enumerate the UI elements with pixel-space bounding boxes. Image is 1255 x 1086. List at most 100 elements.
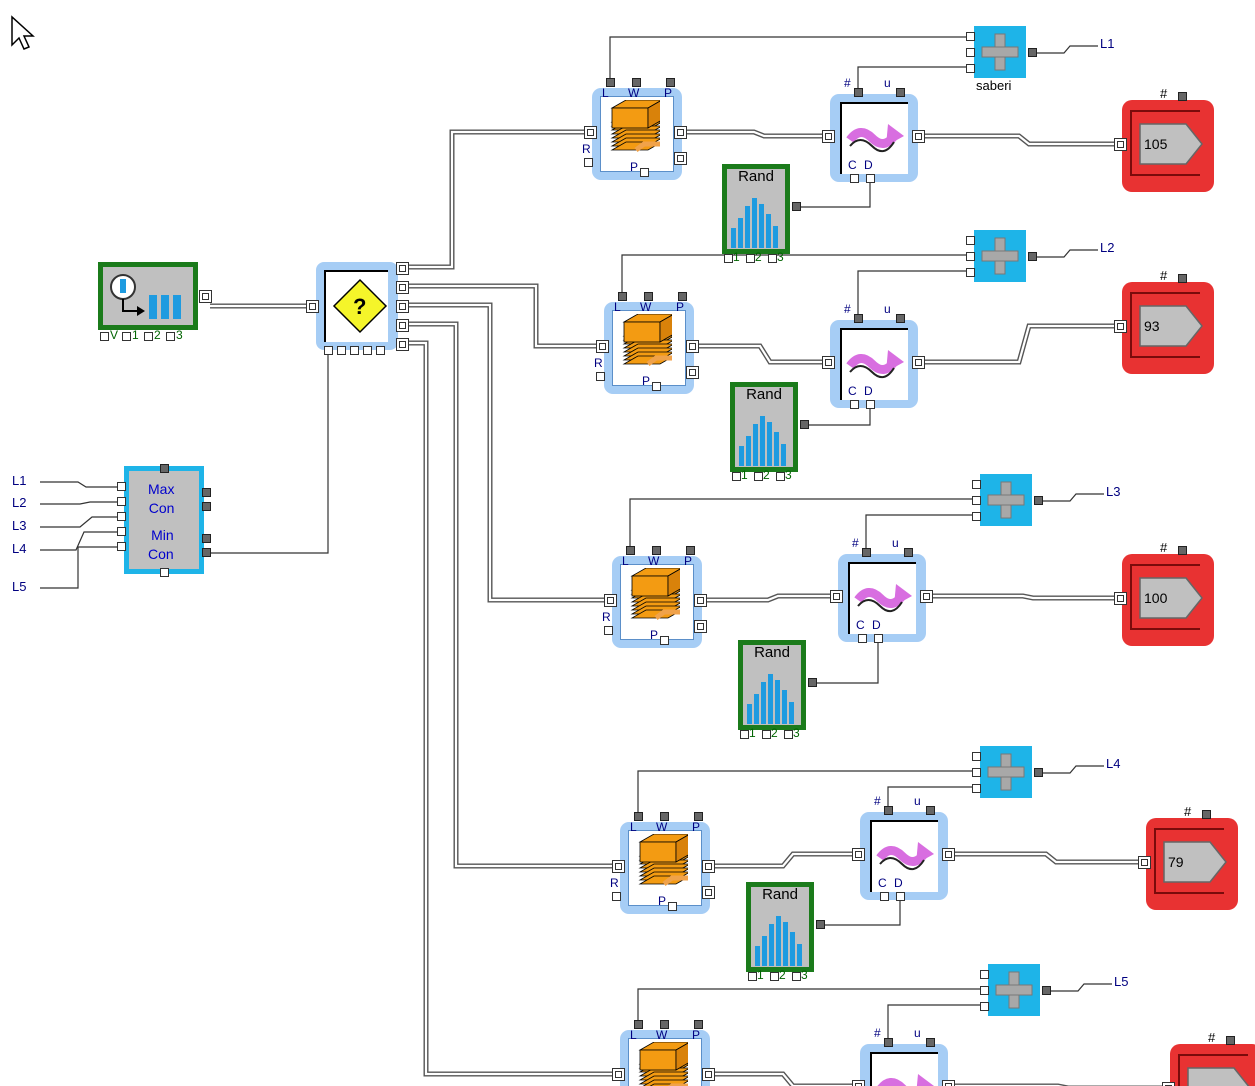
queue-wait-port[interactable] — [644, 292, 653, 301]
activity-util-port[interactable] — [926, 806, 935, 815]
generator-block[interactable] — [98, 262, 198, 330]
select-to-queue-wire[interactable] — [405, 302, 610, 603]
set-output-port[interactable] — [1028, 252, 1037, 261]
random-number-block[interactable]: Rand — [746, 882, 814, 972]
queue-preempt-port[interactable] — [702, 886, 715, 899]
activity-count-port[interactable] — [862, 548, 871, 557]
random-param-port[interactable] — [746, 254, 755, 263]
select-item-out-port[interactable] — [396, 338, 409, 351]
set-output-port[interactable] — [1034, 768, 1043, 777]
queue-pass-port[interactable] — [694, 812, 703, 821]
set-input-port[interactable] — [966, 32, 975, 41]
queue-wait-port[interactable] — [660, 1020, 669, 1029]
set-input-port[interactable] — [972, 496, 981, 505]
random-output-port[interactable] — [800, 420, 809, 429]
activity-util-port[interactable] — [904, 548, 913, 557]
queue-pass-port[interactable] — [678, 292, 687, 301]
generator-item-out-port[interactable] — [199, 290, 212, 303]
set-input-port[interactable] — [972, 784, 981, 793]
exit-block[interactable]: 93 — [1122, 282, 1214, 374]
activity-d-port[interactable] — [866, 400, 875, 409]
set-input-port[interactable] — [972, 512, 981, 521]
generator-param-port[interactable] — [144, 332, 153, 341]
activity-util-port[interactable] — [896, 88, 905, 97]
random-param-port[interactable] — [724, 254, 733, 263]
random-number-block[interactable]: Rand — [738, 640, 806, 730]
exit-item-in-port[interactable] — [1162, 1082, 1175, 1086]
set-block[interactable] — [988, 964, 1040, 1016]
queue-item-out-port[interactable] — [702, 1068, 715, 1081]
max-min-top-port[interactable] — [160, 464, 169, 473]
exit-block[interactable]: 100 — [1122, 554, 1214, 646]
activity-d-port[interactable] — [874, 634, 883, 643]
queue-wait-port[interactable] — [652, 546, 661, 555]
select-param-port[interactable] — [363, 346, 372, 355]
input-wire-L1[interactable] — [40, 481, 117, 488]
activity-c-port[interactable] — [880, 892, 889, 901]
activity-d-port[interactable] — [896, 892, 905, 901]
select-item-out-port[interactable] — [396, 281, 409, 294]
select-item-out-port[interactable] — [396, 300, 409, 313]
input-wire-L3[interactable] — [40, 516, 117, 528]
exit-count-port[interactable] — [1202, 810, 1211, 819]
set-output-port[interactable] — [1028, 48, 1037, 57]
queue-item-in-port[interactable] — [612, 860, 625, 873]
output-line-wire[interactable] — [1037, 45, 1098, 54]
random-param-port[interactable] — [732, 472, 741, 481]
queue-length-port[interactable] — [606, 78, 615, 87]
queue-length-to-set-wire[interactable] — [637, 770, 972, 812]
activity-count-port[interactable] — [884, 806, 893, 815]
select-to-queue-wire[interactable] — [405, 283, 602, 349]
activity-util-port[interactable] — [896, 314, 905, 323]
random-param-port[interactable] — [784, 730, 793, 739]
queue-renege-port[interactable] — [604, 626, 613, 635]
activity-block[interactable] — [830, 320, 918, 408]
activity-c-port[interactable] — [850, 400, 859, 409]
exit-count-port[interactable] — [1178, 546, 1187, 555]
activity-item-out-port[interactable] — [942, 1080, 955, 1086]
activity-item-in-port[interactable] — [852, 848, 865, 861]
queue-length-to-set-wire[interactable] — [609, 36, 966, 78]
activity-item-in-port[interactable] — [852, 1080, 865, 1086]
activity-count-to-set-wire[interactable] — [857, 270, 966, 314]
max-min-input-port[interactable] — [117, 512, 126, 521]
set-block[interactable] — [980, 474, 1032, 526]
activity-item-in-port[interactable] — [822, 130, 835, 143]
queue-pass-port[interactable] — [666, 78, 675, 87]
select-param-port[interactable] — [337, 346, 346, 355]
random-to-activity-wire[interactable] — [800, 182, 871, 208]
random-param-port[interactable] — [776, 472, 785, 481]
activity-item-out-port[interactable] — [942, 848, 955, 861]
queue-renege-port[interactable] — [612, 892, 621, 901]
queue-to-activity-wire[interactable] — [708, 851, 858, 869]
exit-item-in-port[interactable] — [1114, 320, 1127, 333]
select-to-queue-wire[interactable] — [405, 340, 618, 1077]
exit-block[interactable] — [1170, 1044, 1255, 1086]
set-input-port[interactable] — [980, 986, 989, 995]
queue-block[interactable] — [592, 88, 682, 180]
set-input-port[interactable] — [972, 752, 981, 761]
queue-item-out-port[interactable] — [694, 594, 707, 607]
queue-length-port[interactable] — [626, 546, 635, 555]
max-output-port[interactable] — [202, 488, 211, 497]
activity-util-port[interactable] — [926, 1038, 935, 1047]
random-param-port[interactable] — [754, 472, 763, 481]
activity-item-out-port[interactable] — [912, 130, 925, 143]
queue-length-port[interactable] — [618, 292, 627, 301]
activity-block[interactable] — [838, 554, 926, 642]
queue-length-port[interactable] — [634, 1020, 643, 1029]
set-input-port[interactable] — [980, 970, 989, 979]
random-param-port[interactable] — [740, 730, 749, 739]
activity-item-out-port[interactable] — [920, 590, 933, 603]
random-param-port[interactable] — [768, 254, 777, 263]
activity-count-to-set-wire[interactable] — [865, 514, 972, 548]
queue-block[interactable] — [612, 556, 702, 648]
queue-block[interactable] — [604, 302, 694, 394]
queue-preempt-value-port[interactable] — [668, 902, 677, 911]
set-input-port[interactable] — [966, 48, 975, 57]
set-input-port[interactable] — [972, 768, 981, 777]
set-block[interactable] — [974, 230, 1026, 282]
set-output-port[interactable] — [1034, 496, 1043, 505]
